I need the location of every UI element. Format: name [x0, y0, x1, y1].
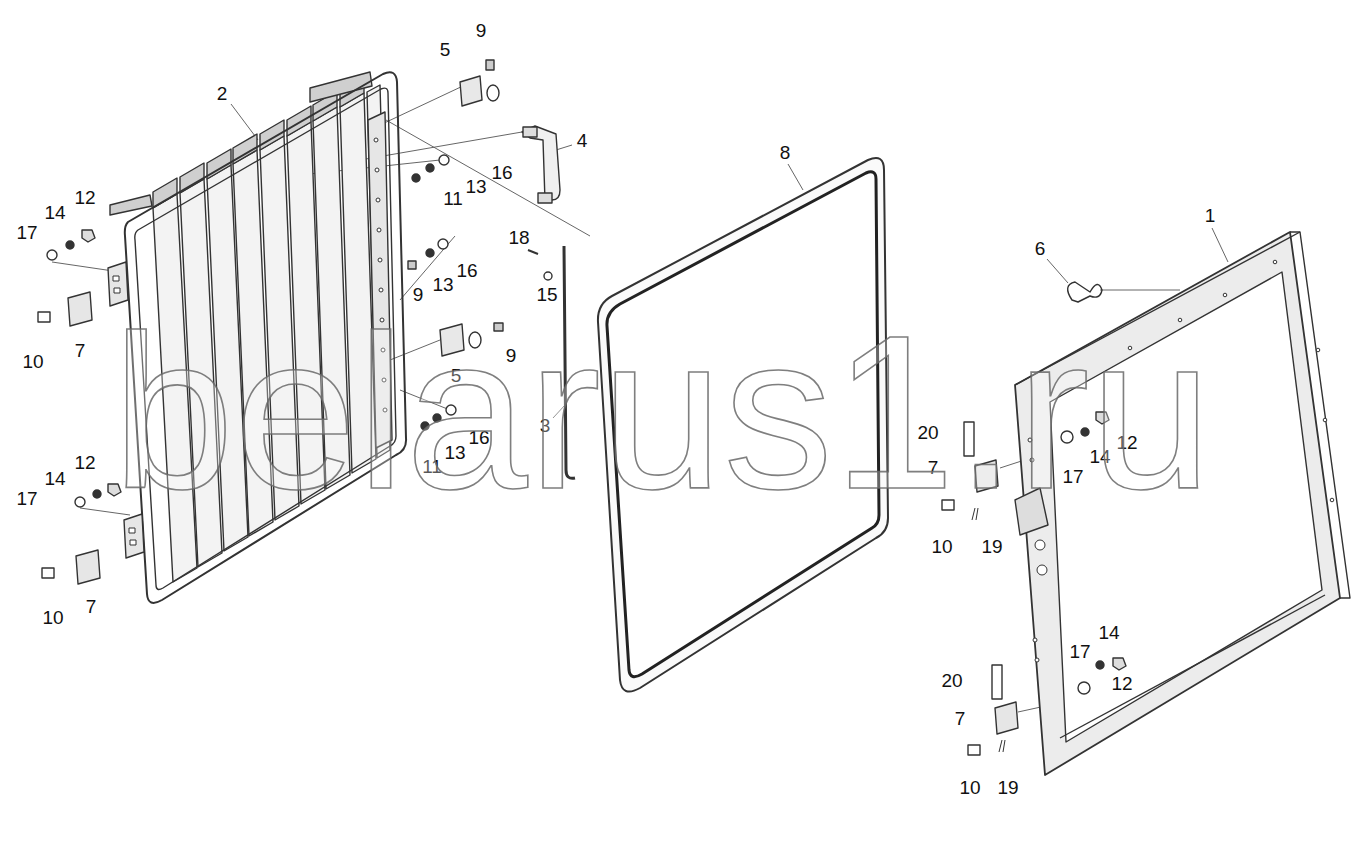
callout-number: 2 [217, 84, 228, 103]
callout-number: 8 [780, 143, 791, 162]
watermark: belarus1.ru [112, 303, 1212, 523]
callout-number: 14 [44, 203, 65, 222]
callout-number: 13 [465, 177, 486, 196]
callout-number: 17 [16, 223, 37, 242]
callout-number: 4 [577, 131, 588, 150]
callout-number: 12 [74, 453, 95, 472]
callout-number: 7 [86, 597, 97, 616]
callout-number: 6 [1035, 239, 1046, 258]
callout-number: 5 [440, 40, 451, 59]
callout-number: 14 [44, 469, 65, 488]
callout-number: 12 [1111, 674, 1132, 693]
callout-number: 19 [981, 537, 1002, 556]
callout-number: 10 [959, 778, 980, 797]
callout-number: 12 [74, 188, 95, 207]
callout-number: 10 [22, 352, 43, 371]
callout-number: 11 [443, 189, 463, 208]
callout-number: 7 [75, 341, 86, 360]
callout-number: 19 [997, 778, 1018, 797]
callout-number: 16 [456, 261, 477, 280]
callout-number: 9 [476, 21, 487, 40]
callout-number: 14 [1098, 623, 1119, 642]
callout-number: 1 [1205, 206, 1216, 225]
callout-number: 15 [536, 285, 557, 304]
callout-number: 10 [931, 537, 952, 556]
callout-number: 13 [432, 275, 453, 294]
callout-number: 20 [941, 671, 962, 690]
callout-number: 9 [413, 285, 424, 304]
callout-number: 16 [491, 163, 512, 182]
callout-number: 17 [1069, 642, 1090, 661]
callout-number: 10 [42, 608, 63, 627]
callout-number: 7 [955, 709, 966, 728]
callout-number: 17 [16, 489, 37, 508]
callout-number: 18 [508, 228, 529, 247]
